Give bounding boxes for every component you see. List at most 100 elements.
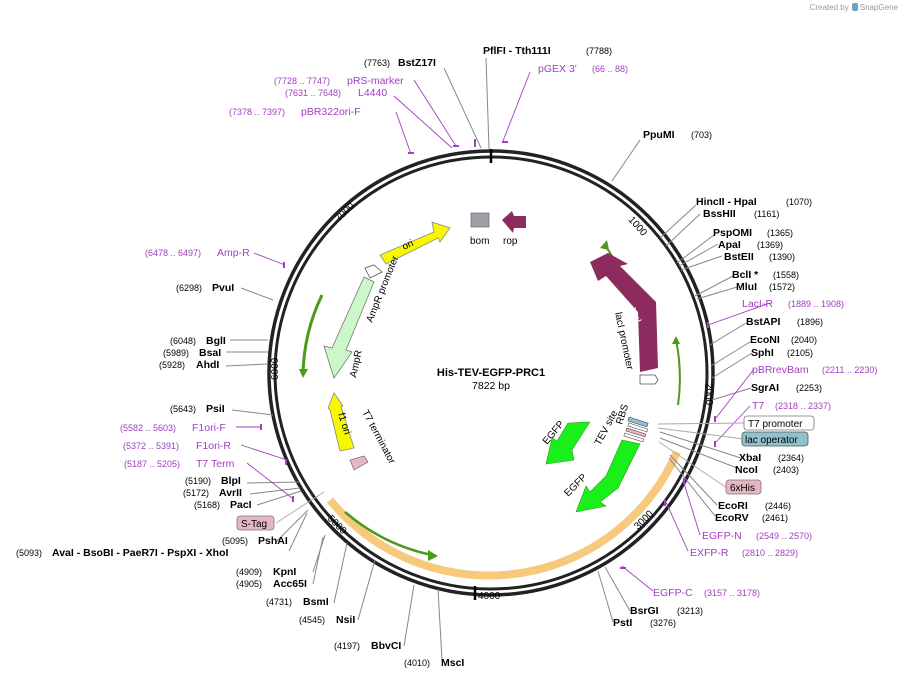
ori-label: ori	[401, 238, 416, 253]
boxed-leaders	[275, 422, 746, 524]
enzyme-ecorv: EcoRV	[715, 512, 749, 524]
f1-ori-feature[interactable]	[327, 392, 355, 452]
feature-f1ori-f-range: (5582 .. 5603)	[120, 423, 176, 433]
enzyme-ecorv-pos: (2461)	[762, 513, 788, 523]
enzyme-sphi-pos: (2105)	[787, 348, 813, 358]
enzyme-bsshii-pos: (1161)	[754, 209, 779, 219]
egfp-feature-2[interactable]	[575, 439, 641, 513]
olive-arrowhead-top	[600, 240, 609, 250]
enzyme-avrii-pos: (5172)	[183, 488, 209, 498]
feature-f1ori-r-range: (5372 .. 5391)	[123, 441, 179, 451]
enzyme-ahdi-pos: (5928)	[159, 360, 185, 370]
feature-pbr322ori-f-range: (7378 .. 7397)	[229, 107, 285, 117]
enzyme-bsteii: BstEII	[724, 251, 754, 263]
his-tag-box[interactable]	[725, 479, 762, 495]
enzyme-bsshii: BssHII	[703, 208, 736, 220]
enzyme-bsmi-pos: (4731)	[266, 597, 292, 607]
enzyme-blpi-pos: (5190)	[185, 476, 211, 486]
enzyme-nsii: NsiI	[336, 614, 355, 626]
feature-t7-term-range: (5187 .. 5205)	[124, 459, 180, 469]
enzyme-pvui: PvuI	[212, 282, 234, 294]
feature-egfp-n-range: (2549 .. 2570)	[756, 531, 812, 541]
feature-prs-marker-range: (7728 .. 7747)	[274, 76, 330, 86]
enzyme-paci-pos: (5168)	[194, 500, 220, 510]
enzyme-bsteii-pos: (1390)	[769, 252, 795, 262]
enzyme-ecori: EcoRI	[718, 500, 748, 512]
enzyme-bsmi: BsmI	[303, 596, 329, 608]
enzyme-avai-group-pos: (5093)	[16, 548, 42, 558]
enzyme-bcli: BclI *	[732, 269, 759, 281]
enzyme-bbvci-pos: (4197)	[334, 641, 360, 651]
plasmid-length: 7822 bp	[472, 380, 510, 392]
t7-promoter-box[interactable]	[743, 415, 815, 431]
enzyme-ncoi: NcoI	[735, 464, 758, 476]
enzyme-xbai: XbaI	[739, 452, 761, 464]
t7-promoter-feature[interactable]	[627, 422, 649, 433]
feature-laci-r-range: (1889 .. 1908)	[788, 299, 844, 309]
enzyme-sphi: SphI	[751, 347, 774, 359]
enzyme-pshai: PshAI	[258, 535, 288, 547]
egfp-feature-1[interactable]	[545, 421, 591, 465]
rop-feature[interactable]	[502, 211, 526, 233]
enzyme-bstapi-pos: (1896)	[797, 317, 823, 327]
feature-amp-r: Amp-R	[217, 247, 250, 259]
t7-terminator-feature[interactable]	[349, 455, 369, 471]
enzyme-pflfi-tth111i: PflFI - Tth111I	[483, 45, 551, 57]
watermark-text: Created by	[809, 3, 849, 12]
enzyme-pflfi-pos: (7788)	[586, 46, 612, 56]
enzyme-msci-pos: (4010)	[404, 658, 430, 668]
feature-exfp-r: EXFP-R	[690, 547, 729, 559]
feature-egfp-c: EGFP-C	[653, 587, 693, 599]
feature-t7-range: (2318 .. 2337)	[775, 401, 831, 411]
enzyme-sgrai: SgrAI	[751, 382, 779, 394]
feature-leaders	[236, 71, 771, 592]
feature-l4440-range: (7631 .. 7648)	[285, 88, 341, 98]
enzyme-bsrgi: BsrGI	[630, 605, 659, 617]
enzyme-acc65i: Acc65I	[273, 578, 307, 590]
enzyme-econi-pos: (2040)	[791, 335, 817, 345]
bom-label: bom	[470, 236, 489, 247]
lac-operator-box[interactable]	[741, 431, 809, 447]
tick-2000: 2000	[703, 383, 714, 406]
ori-feature[interactable]	[379, 221, 451, 265]
enzyme-bbvci: BbvCI	[371, 640, 401, 652]
enzyme-bgli: BglI	[206, 335, 226, 347]
feature-pbrrevbam: pBRrevBam	[752, 364, 809, 376]
rop-label: rop	[503, 236, 518, 247]
olive-arrowhead-right	[672, 336, 680, 344]
ampr-promoter-feature[interactable]	[364, 264, 383, 279]
feature-pbrrevbam-range: (2211 .. 2230)	[822, 365, 877, 375]
enzyme-bcli-pos: (1558)	[773, 270, 799, 280]
his-tag-feature[interactable]	[625, 427, 647, 438]
feature-pbr322ori-f: pBR322ori-F	[301, 106, 361, 118]
laci-promoter-feature[interactable]	[639, 374, 659, 385]
enzyme-econi: EcoNI	[750, 334, 780, 346]
bom-feature[interactable]	[470, 212, 490, 228]
enzyme-ppumi: PpuMI	[643, 129, 675, 141]
feature-egfp-c-range: (3157 .. 3178)	[704, 588, 760, 598]
rbs-label: RBS	[614, 403, 631, 426]
laci-feature[interactable]	[590, 253, 658, 372]
enzyme-nsii-pos: (4545)	[299, 615, 325, 625]
enzyme-psii-pos: (5643)	[170, 404, 196, 414]
s-tag-box[interactable]	[236, 515, 275, 531]
feature-laci-r: LacI-R	[742, 298, 773, 310]
enzyme-kpni: KpnI	[273, 566, 296, 578]
ampr-feature[interactable]	[323, 276, 375, 379]
s-tag-label: S-Tag	[241, 519, 267, 530]
lac-operator-feature[interactable]	[627, 416, 649, 428]
enzyme-leaders	[225, 57, 753, 661]
feature-f1ori-f: F1ori-F	[192, 422, 226, 434]
enzyme-hincii-hpai: HincII - HpaI	[696, 196, 757, 208]
rbs-feature[interactable]	[623, 432, 645, 443]
enzyme-pshai-pos: (5095)	[222, 536, 248, 546]
enzyme-bgli-pos: (6048)	[170, 336, 196, 346]
feature-t7-term: T7 Term	[196, 458, 235, 470]
enzyme-bstapi: BstAPI	[746, 316, 781, 328]
feature-egfp-n: EGFP-N	[702, 530, 742, 542]
enzyme-psti-pos: (3276)	[650, 618, 676, 628]
feature-t7: T7	[752, 400, 764, 412]
enzyme-pspomi: PspOMI	[713, 227, 752, 239]
